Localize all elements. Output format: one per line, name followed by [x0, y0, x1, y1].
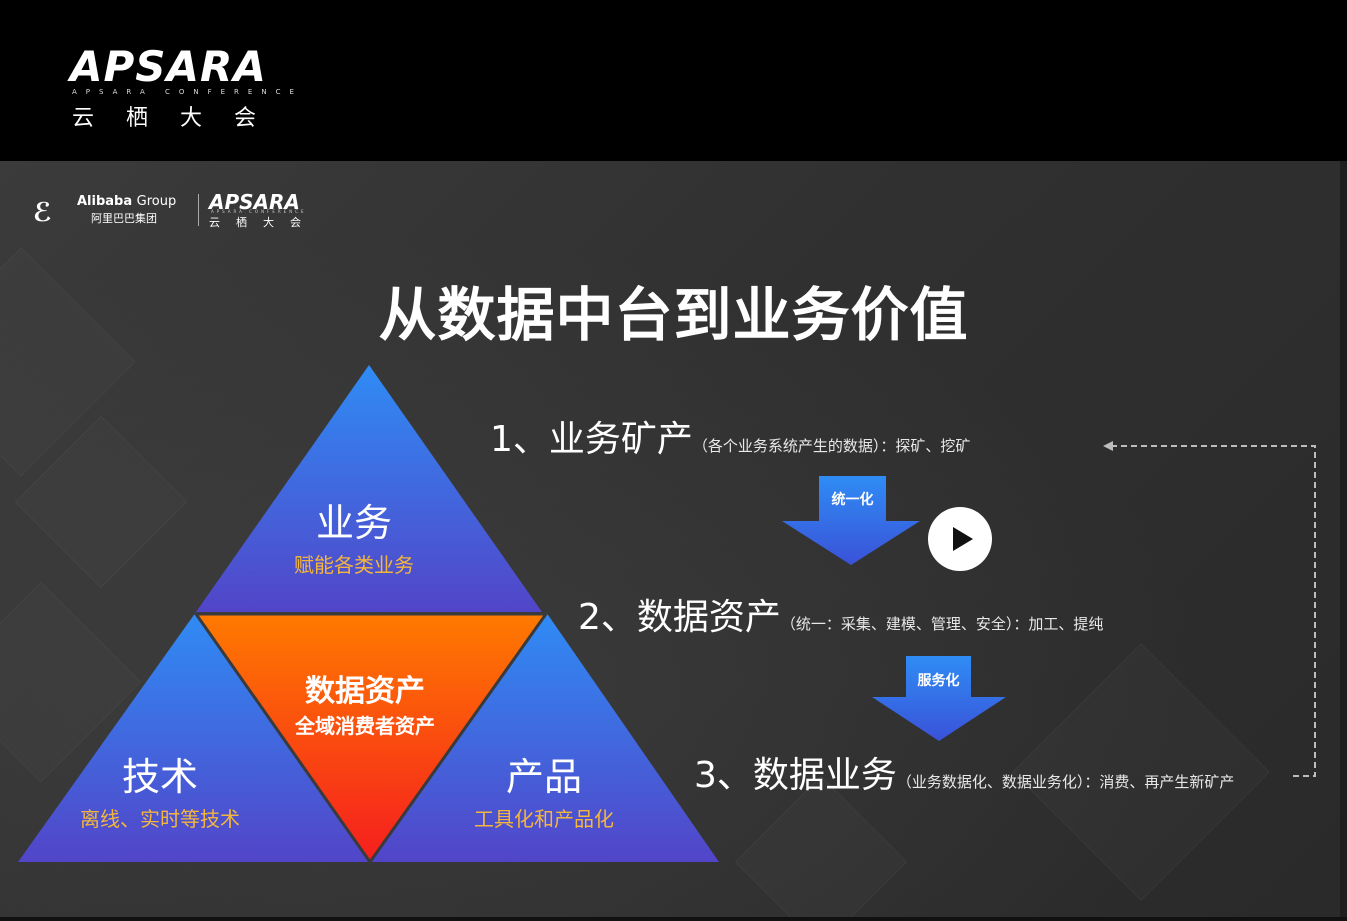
step-3-title: 3、数据业务 [694, 755, 897, 796]
brand-name: APSARA [70, 42, 267, 91]
pyramid-center-triangle [193, 612, 549, 865]
brand-tagline: APSARA CONFERENCE [72, 88, 303, 96]
feedback-arrow-head-icon [1103, 441, 1113, 451]
data-assets-label: 数据资产 [305, 674, 425, 709]
alibaba-logo-icon: ℰ [33, 198, 52, 228]
down-arrow-service [872, 656, 1006, 741]
feedback-loop-line [1110, 445, 1316, 777]
apsara-conference-logo: APSARA APSARA CONFERENCE 云栖大会 [70, 42, 294, 134]
step-3-detail: （业务数据化、数据业务化）：消费、再产生新矿产 [896, 773, 1235, 791]
step-2-title: 2、数据资产 [578, 597, 781, 638]
step-3: 3、数据业务（业务数据化、数据业务化）：消费、再产生新矿产 [694, 746, 1234, 798]
technology-label: 技术 [121, 755, 198, 799]
pyramid-top-label: 业务 赋能各类业务 [282, 492, 426, 578]
step-1-title: 1、业务矿产 [490, 419, 693, 460]
technology-sub-label: 离线、实时等技术 [80, 807, 240, 831]
pyramid-center-label: 数据资产 全域消费者资产 [280, 666, 450, 739]
arrow-label-service: 服务化 [917, 673, 960, 689]
data-assets-sub-label: 全域消费者资产 [295, 714, 435, 738]
business-label: 业务 [315, 501, 392, 545]
step-1: 1、业务矿产（各个业务系统产生的数据）：探矿、挖矿 [490, 410, 970, 462]
pyramid-left-triangle [18, 612, 370, 862]
apsara-small-name: APSARA [209, 190, 300, 214]
step-1-detail: （各个业务系统产生的数据）：探矿、挖矿 [692, 437, 971, 455]
logo-divider [198, 194, 199, 226]
product-label: 产品 [505, 755, 582, 799]
step-2: 2、数据资产（统一：采集、建模、管理、安全）：加工、提纯 [578, 588, 1103, 640]
video-top-bar: APSARA APSARA CONFERENCE 云栖大会 [0, 0, 1347, 161]
pyramid-top-triangle [196, 365, 542, 612]
pyramid-left-label: 技术 离线、实时等技术 [68, 746, 252, 832]
play-button[interactable] [928, 507, 992, 571]
down-arrow-unify [782, 476, 920, 565]
video-edge [1340, 161, 1347, 917]
pyramid-right-triangle [370, 612, 719, 862]
video-bottom-edge [0, 917, 1347, 921]
alibaba-name: Alibaba Group [77, 194, 177, 209]
arrow-label-unify: 统一化 [831, 492, 874, 508]
apsara-small-tagline: APSARA CONFERENCE [211, 209, 307, 214]
pyramid-right-label: 产品 工具化和产品化 [462, 746, 626, 832]
step-2-detail: （统一：采集、建模、管理、安全）：加工、提纯 [780, 615, 1104, 633]
slide-logo: ℰ Alibaba Group 阿里巴巴集团 APSARA APSARA CON… [33, 190, 304, 232]
product-sub-label: 工具化和产品化 [474, 807, 614, 831]
play-icon [953, 527, 973, 551]
apsara-small-chinese: 云栖大会 [209, 216, 317, 229]
alibaba-chinese-name: 阿里巴巴集团 [91, 212, 157, 225]
slide-title: 从数据中台到业务价值 [378, 281, 969, 349]
brand-chinese-name: 云栖大会 [72, 106, 289, 131]
business-sub-label: 赋能各类业务 [294, 553, 414, 577]
